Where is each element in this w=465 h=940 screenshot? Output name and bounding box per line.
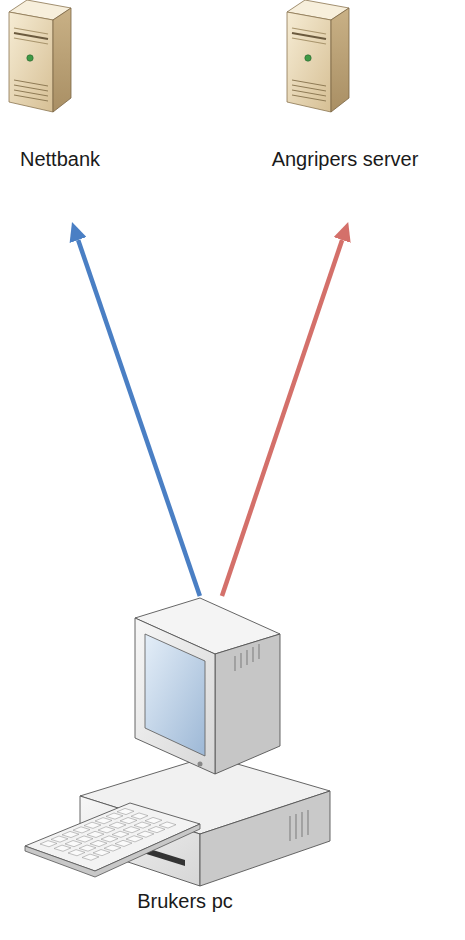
node-label: Nettbank [0,147,120,171]
computer-node: Brukers pc [20,596,350,926]
node-label: Angripers server [265,147,425,171]
server-node: Angripers server [265,0,425,222]
node-label: Brukers pc [20,889,350,913]
node-shape [20,596,350,926]
node-shape [0,0,120,222]
server-icon [287,0,349,112]
computer-icon [25,598,330,886]
node-shape [265,0,425,222]
server-node: Nettbank [0,0,120,222]
arrow-connector [78,240,200,596]
arrow-connector [222,240,342,596]
server-icon [9,0,71,112]
